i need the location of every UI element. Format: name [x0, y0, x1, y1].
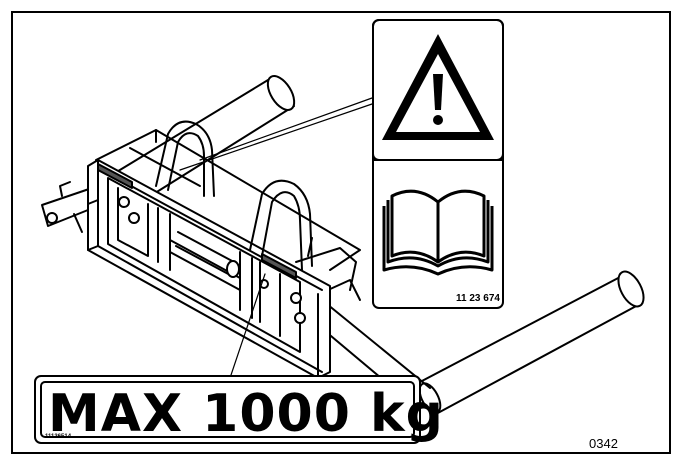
figure-number: 0342	[589, 436, 618, 451]
manual-book-icon	[382, 189, 494, 276]
leader-lines	[179, 97, 373, 379]
load-decal-part-number: 11136514	[45, 434, 72, 440]
main-frame	[87, 159, 331, 379]
warning-decal-part-number: 11 23 674	[456, 293, 500, 304]
roller-tube-right	[418, 270, 645, 415]
bail-handle-left	[155, 120, 215, 197]
max-load-label: MAX 1000 kg	[48, 384, 444, 444]
center-cylinder	[175, 231, 240, 278]
max-load-decal	[34, 375, 421, 444]
warning-triangle-icon	[382, 34, 494, 140]
bail-handle-right	[249, 179, 313, 271]
figure-frame	[11, 11, 671, 454]
warning-decal	[372, 19, 504, 309]
